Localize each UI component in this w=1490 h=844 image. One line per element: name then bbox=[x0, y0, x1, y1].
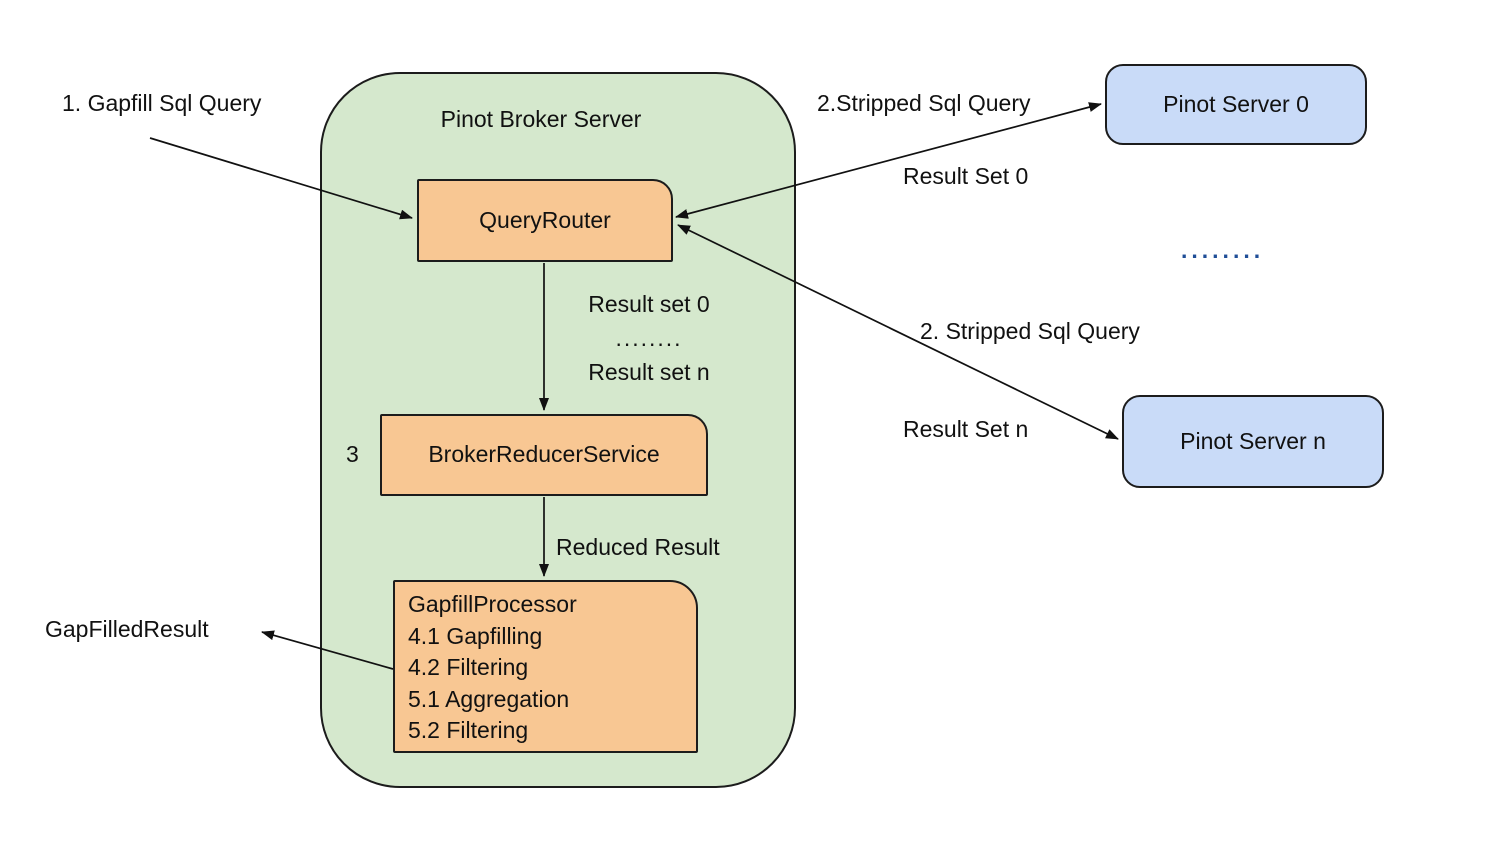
pinot-server-n-box: Pinot Server n bbox=[1122, 395, 1384, 488]
result-set-n-flow-label: Result set n bbox=[588, 359, 710, 385]
gapfill-processor-box: GapfillProcessor 4.1 Gapfilling 4.2 Filt… bbox=[393, 580, 698, 753]
result-set-0-label: Result Set 0 bbox=[903, 163, 1029, 189]
pinot-server-n-label: Pinot Server n bbox=[1180, 427, 1326, 454]
internal-flow-labels: Result set 0 ........ Result set n bbox=[558, 287, 740, 389]
flow-ellipsis: ........ bbox=[615, 325, 683, 351]
gapfill-step: 5.2 Filtering bbox=[408, 717, 529, 744]
servers-ellipsis: ........ bbox=[1181, 237, 1265, 263]
broker-reducer-service-label: BrokerReducerService bbox=[428, 441, 660, 468]
reduced-result-label: Reduced Result bbox=[556, 534, 720, 560]
gapfill-step: 5.1 Aggregation bbox=[408, 685, 570, 712]
result-set-0-flow-label: Result set 0 bbox=[588, 291, 710, 317]
gapfill-step: 4.1 Gapfilling bbox=[408, 622, 543, 649]
stripped-sql-query-n-label: 2. Stripped Sql Query bbox=[920, 318, 1140, 344]
broker-reducer-service-box: BrokerReducerService bbox=[380, 414, 708, 496]
pinot-server-0-box: Pinot Server 0 bbox=[1105, 64, 1367, 145]
query-router-box: QueryRouter bbox=[417, 179, 673, 262]
gapfill-processor-title: GapfillProcessor bbox=[408, 591, 577, 617]
broker-server-title: Pinot Broker Server bbox=[440, 106, 642, 132]
gapfilled-result-label: GapFilledResult bbox=[45, 616, 209, 642]
query-router-label: QueryRouter bbox=[479, 206, 611, 233]
gapfill-sql-query-label: 1. Gapfill Sql Query bbox=[62, 90, 262, 116]
result-set-n-label: Result Set n bbox=[903, 416, 1029, 442]
pinot-server-0-label: Pinot Server 0 bbox=[1163, 90, 1309, 117]
gapfill-step: 4.2 Filtering bbox=[408, 654, 529, 681]
step-3-label: 3 bbox=[346, 441, 359, 467]
stripped-sql-query-0-label: 2.Stripped Sql Query bbox=[817, 90, 1031, 116]
